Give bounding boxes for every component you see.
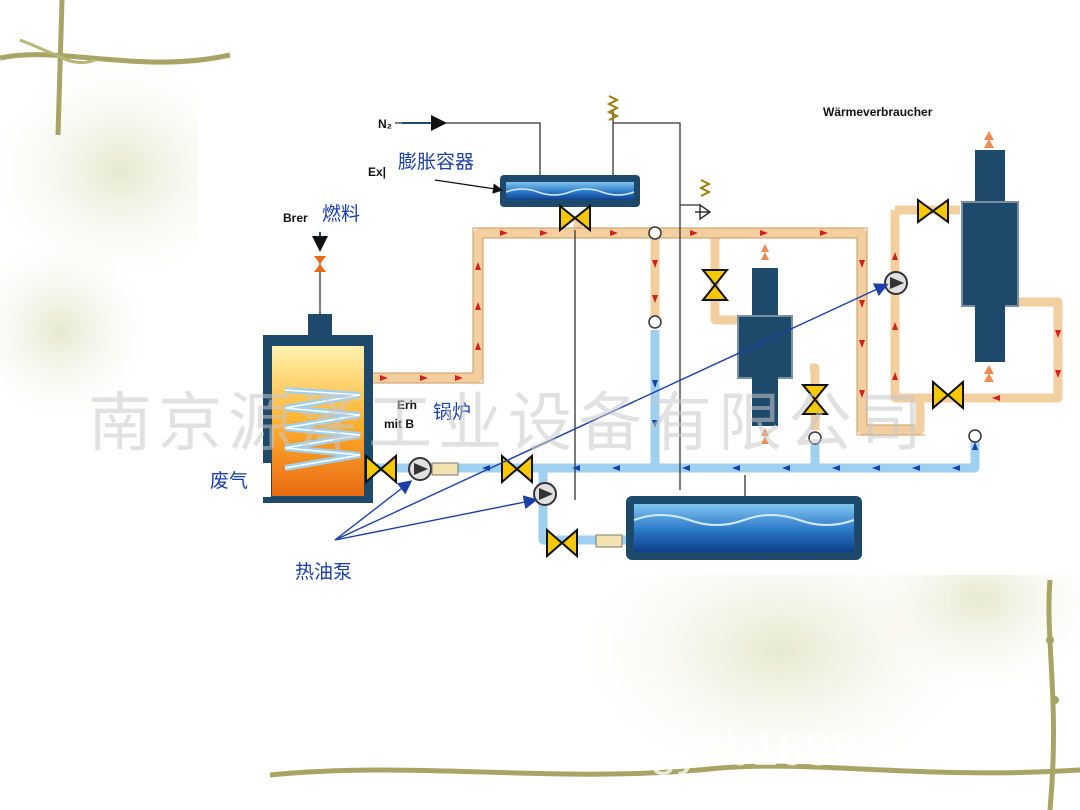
fuel-partial-label: Brer [283, 211, 308, 225]
safety-valve-icon [606, 95, 712, 197]
fuel-valve-icon [314, 256, 326, 272]
expansion-tank-label: 膨胀容器 [398, 151, 474, 173]
filters [431, 462, 623, 548]
valves [365, 198, 964, 559]
boiler-partial-label-2: mit B [384, 417, 414, 431]
callout-arrows [334, 283, 889, 541]
heat-exchanger-middle [737, 268, 793, 426]
pump-label: 热油泵 [295, 561, 352, 583]
expansion-callout-arrow [434, 179, 504, 194]
sensors [648, 226, 982, 445]
storage-tank [626, 496, 862, 560]
relief-valve-icon [695, 203, 712, 221]
boiler [263, 314, 373, 503]
heat-output-arrows [761, 131, 994, 444]
boiler-partial-label-1: Erh [397, 398, 417, 412]
expansion-tank [500, 175, 640, 207]
company-watermark: 南京源泽工业设备有限公司 [88, 387, 928, 461]
expansion-partial-label: Ex| [368, 165, 386, 179]
hot-oil-pipes-outline [285, 227, 925, 436]
n2-label: N₂ [378, 117, 392, 131]
fuel-label: 燃料 [322, 203, 360, 225]
site-watermark: gysb1688.com [650, 723, 962, 776]
heat-exchanger-right [961, 150, 1019, 362]
heat-consumer-label: Wärmeverbraucher [823, 105, 933, 119]
hot-oil-pipes [285, 205, 1063, 435]
exhaust-label: 废气 [210, 470, 248, 492]
exhaust-label-bg [205, 463, 271, 497]
boiler-label: 锅炉 [433, 401, 471, 423]
pump-direction-marks [414, 277, 904, 500]
